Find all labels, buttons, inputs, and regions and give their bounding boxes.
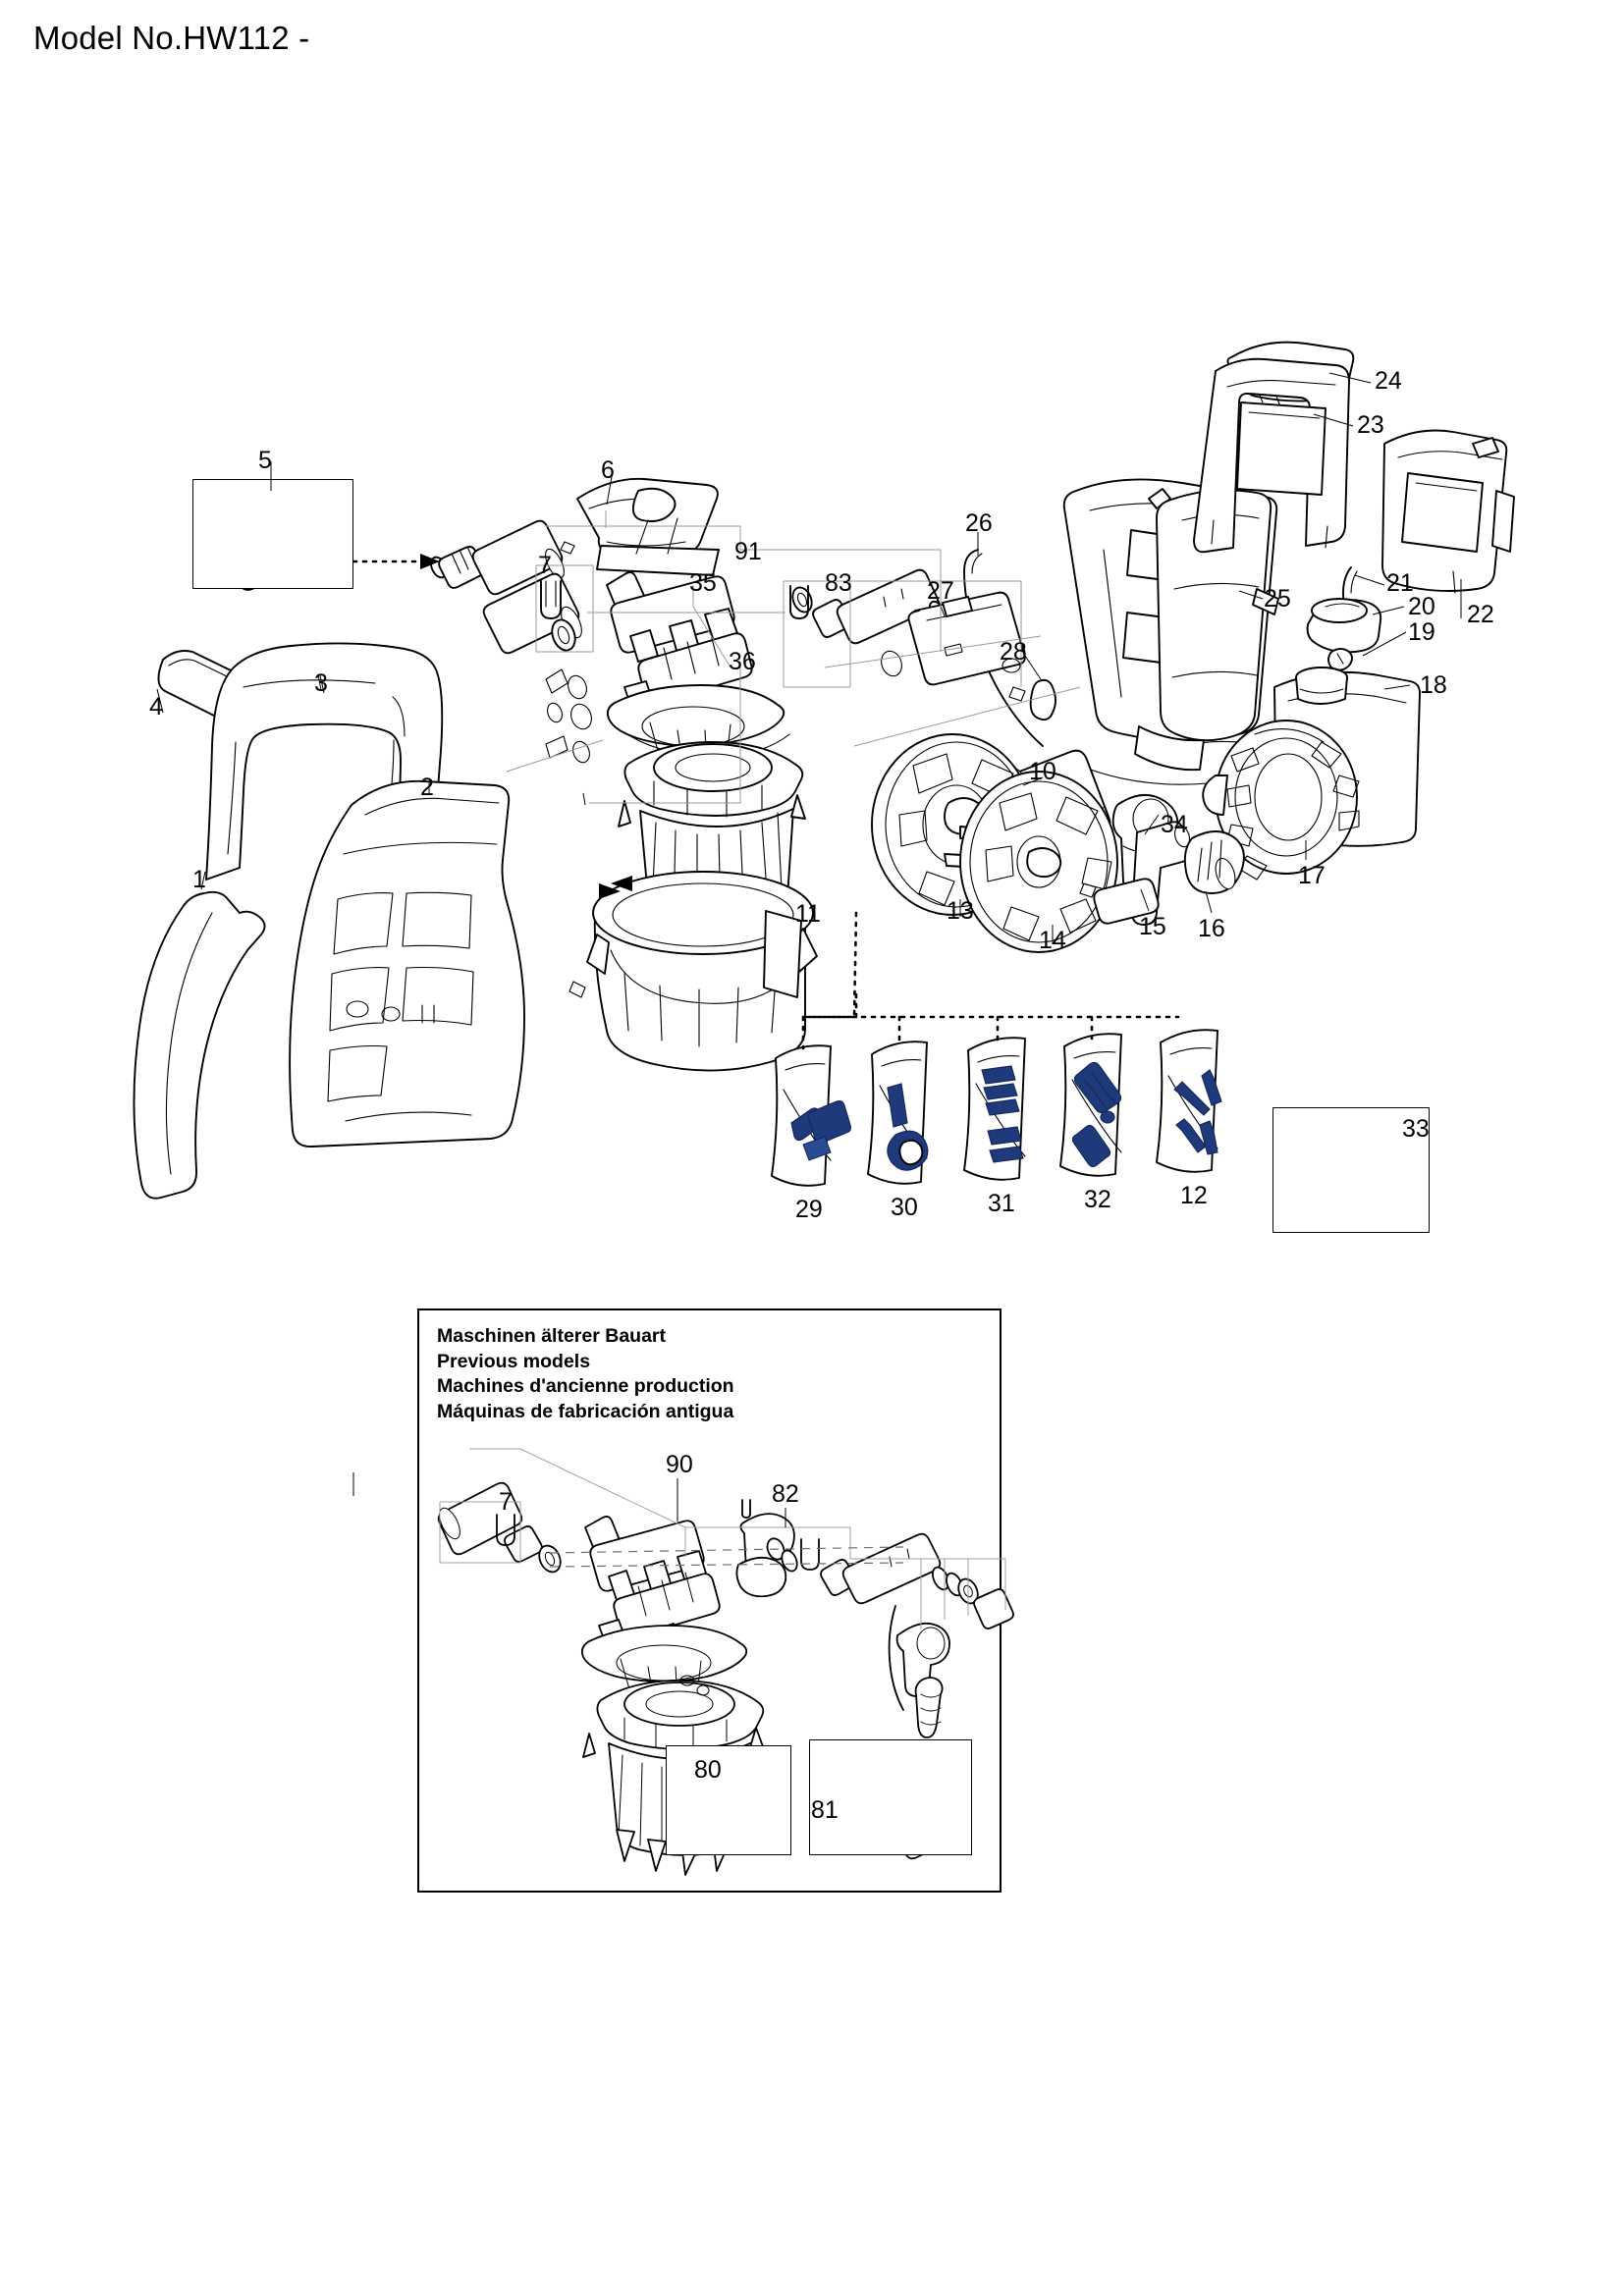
callout-33: 33 — [1402, 1115, 1430, 1143]
callout-10: 10 — [1029, 758, 1056, 785]
arrow-to-lance — [420, 554, 440, 569]
inset-box-5-wrapper — [192, 479, 359, 595]
part-14-reel-half — [959, 771, 1118, 953]
inset-box-80 — [666, 1745, 797, 1861]
callout-17: 17 — [1298, 862, 1326, 889]
callout-28: 28 — [1000, 638, 1027, 666]
callout-13: 13 — [947, 897, 974, 925]
callout-83: 83 — [825, 569, 852, 597]
callout-2: 2 — [420, 774, 434, 801]
arrow-head-11 — [611, 876, 632, 891]
bag-label-29: 29 — [795, 1196, 823, 1223]
grouping-brackets — [506, 510, 1081, 804]
part-4-handle-grip — [157, 650, 278, 734]
part-20-tank-cap — [1306, 598, 1382, 654]
accessory-bag-30 — [867, 1041, 929, 1185]
part-28-grommet — [1008, 678, 1056, 721]
leader-lines — [156, 372, 1462, 944]
accessory-bag-29 — [771, 1044, 852, 1187]
part-19-seal — [1327, 648, 1353, 671]
bag-label-31: 31 — [988, 1190, 1015, 1217]
callout-21: 21 — [1386, 569, 1414, 597]
callout-22: 22 — [1467, 601, 1494, 628]
callout-36: 36 — [729, 648, 756, 675]
callout-6: 6 — [601, 456, 615, 484]
part-2-housing-shell — [289, 779, 525, 1148]
prev-callout-81: 81 — [811, 1796, 839, 1824]
callout-14: 14 — [1039, 927, 1066, 954]
accessory-bag-32 — [1059, 1033, 1122, 1177]
bag-label-30: 30 — [891, 1194, 918, 1221]
callout-25: 25 — [1264, 585, 1291, 613]
callout-27: 27 — [927, 577, 954, 605]
part-23-handle-frame — [1193, 357, 1350, 554]
callout-23: 23 — [1357, 411, 1384, 439]
callout-16: 16 — [1198, 915, 1225, 942]
part-18-detergent-tank — [1273, 667, 1421, 847]
callout-34: 34 — [1161, 811, 1188, 838]
prev-callout-7: 7 — [499, 1488, 513, 1516]
accessory-bag-31 — [963, 1037, 1026, 1181]
callout-19: 19 — [1408, 618, 1435, 646]
callout-35: 35 — [689, 569, 717, 597]
inset-box-33-wrapper — [1272, 1107, 1435, 1239]
callout-20: 20 — [1408, 593, 1435, 620]
dotted-routing-lines — [352, 560, 1180, 1050]
callout-11: 11 — [795, 900, 821, 928]
previous-models-heading: Maschinen älterer Bauart Previous models… — [437, 1325, 734, 1422]
part-7-clip-and-oring — [540, 580, 576, 652]
page-title: Model No.HW112 - — [33, 20, 310, 56]
gasket-set — [545, 668, 592, 764]
prev-callout-80: 80 — [694, 1756, 722, 1784]
part-1-side-cover — [133, 890, 266, 1200]
callout-3: 3 — [314, 669, 328, 697]
part-17-wheel — [1202, 720, 1360, 881]
prev-callout-90: 90 — [666, 1451, 693, 1478]
bag-label-12: 12 — [1180, 1182, 1208, 1209]
lance-assembly — [430, 519, 582, 655]
callout-91: 91 — [734, 538, 762, 565]
callout-26: 26 — [965, 509, 993, 537]
bag-label-32: 32 — [1084, 1186, 1111, 1213]
part-34-elbow — [1111, 794, 1179, 894]
part-35-valve-block — [606, 571, 790, 769]
inset-box-33 — [1272, 1107, 1435, 1239]
callout-4: 4 — [149, 693, 163, 721]
part-25-chassis-frame — [1062, 478, 1279, 785]
callout-5: 5 — [258, 447, 272, 474]
inset-box-81 — [809, 1739, 978, 1861]
inset-box-80-wrapper — [666, 1745, 797, 1861]
part-6-top-cap — [560, 477, 720, 576]
inset-box-5 — [192, 479, 359, 595]
callout-1: 1 — [192, 866, 206, 893]
part-13-reel-half — [871, 733, 1034, 916]
part-24-top-bar — [1226, 341, 1355, 407]
callout-24: 24 — [1375, 367, 1402, 395]
part-16-knob — [1183, 830, 1245, 894]
callout-18: 18 — [1420, 671, 1447, 699]
part-11-motor-cover — [568, 871, 818, 1072]
part-21-hose — [1342, 566, 1358, 627]
prev-callout-82: 82 — [772, 1480, 799, 1508]
callout-15: 15 — [1139, 913, 1166, 940]
part-36-motor-body — [618, 741, 806, 951]
inset-box-81-wrapper — [809, 1739, 978, 1861]
accessory-bag-12 — [1156, 1029, 1222, 1173]
callout-7: 7 — [538, 552, 552, 579]
arrow-to-cover — [599, 883, 621, 899]
